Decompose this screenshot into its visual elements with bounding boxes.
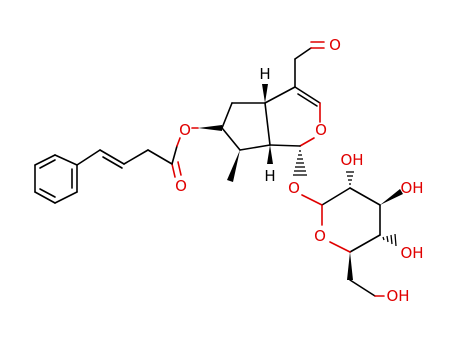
ring-fusion-hydrogens [262, 84, 273, 164]
bond [264, 86, 296, 104]
bond-carbonyl [177, 161, 182, 176]
bond-carbonyl [171, 163, 176, 178]
h-upper-label: H [259, 65, 270, 83]
bond [76, 149, 101, 166]
bond [221, 127, 241, 151]
ester-carbonyl-o-label: O [175, 177, 187, 195]
bond [221, 102, 233, 129]
pyran-ring [264, 41, 325, 147]
bond [349, 234, 381, 253]
bond [171, 145, 178, 165]
bond [349, 279, 376, 297]
glycosidic-linkage [293, 150, 323, 206]
bond [54, 191, 78, 204]
bond [321, 187, 351, 206]
double-bond-inner [39, 159, 56, 169]
wedge-bond [347, 252, 353, 280]
bond [34, 154, 56, 166]
oh-c2-label: OH [340, 151, 363, 169]
bond [294, 47, 312, 60]
methyl-wedge [227, 150, 240, 182]
double-bond-inner [39, 188, 56, 198]
bond-ester-o [176, 137, 181, 147]
bond-ring-o [299, 137, 315, 147]
sugar-ring-o-label: O [314, 227, 326, 245]
wedge-bond [380, 189, 403, 205]
hash-bond [394, 233, 397, 247]
phenyl-ring [34, 154, 78, 204]
hash-bond [390, 234, 393, 245]
bond-sugar-o [329, 241, 351, 253]
oh-c6-label: OH [386, 287, 409, 305]
double-bond-inner [102, 156, 123, 169]
bond [239, 144, 271, 151]
h-wedge-upper [262, 84, 268, 103]
bond [54, 154, 78, 166]
bond [269, 144, 301, 147]
h-wedge-lower [267, 145, 273, 164]
oh-c4-label: OH [400, 244, 423, 262]
bond-glycosidic [301, 194, 323, 206]
bond [264, 102, 271, 146]
glucose-ring [321, 187, 381, 253]
double-bond-inner [297, 93, 318, 107]
cinnamoyl-chain [76, 127, 199, 178]
h-lower-label: H [264, 167, 275, 185]
wedge-bond [198, 125, 222, 131]
ring-o-label: O [315, 121, 327, 139]
sugar-substituents [346, 171, 403, 297]
aldehyde-o-label: O [329, 36, 341, 54]
glycosidic-o-label: O [288, 179, 300, 197]
bond [147, 149, 173, 165]
hash-bond [386, 235, 389, 243]
bond [123, 149, 149, 165]
bond [99, 149, 125, 165]
bond [349, 187, 381, 206]
cyclopentane-ring [198, 102, 271, 182]
bond [294, 86, 321, 104]
oh-c3-label: OH [400, 179, 423, 197]
ester-o-label: O [179, 121, 191, 139]
bond [34, 191, 56, 204]
hash-bond [382, 236, 385, 241]
